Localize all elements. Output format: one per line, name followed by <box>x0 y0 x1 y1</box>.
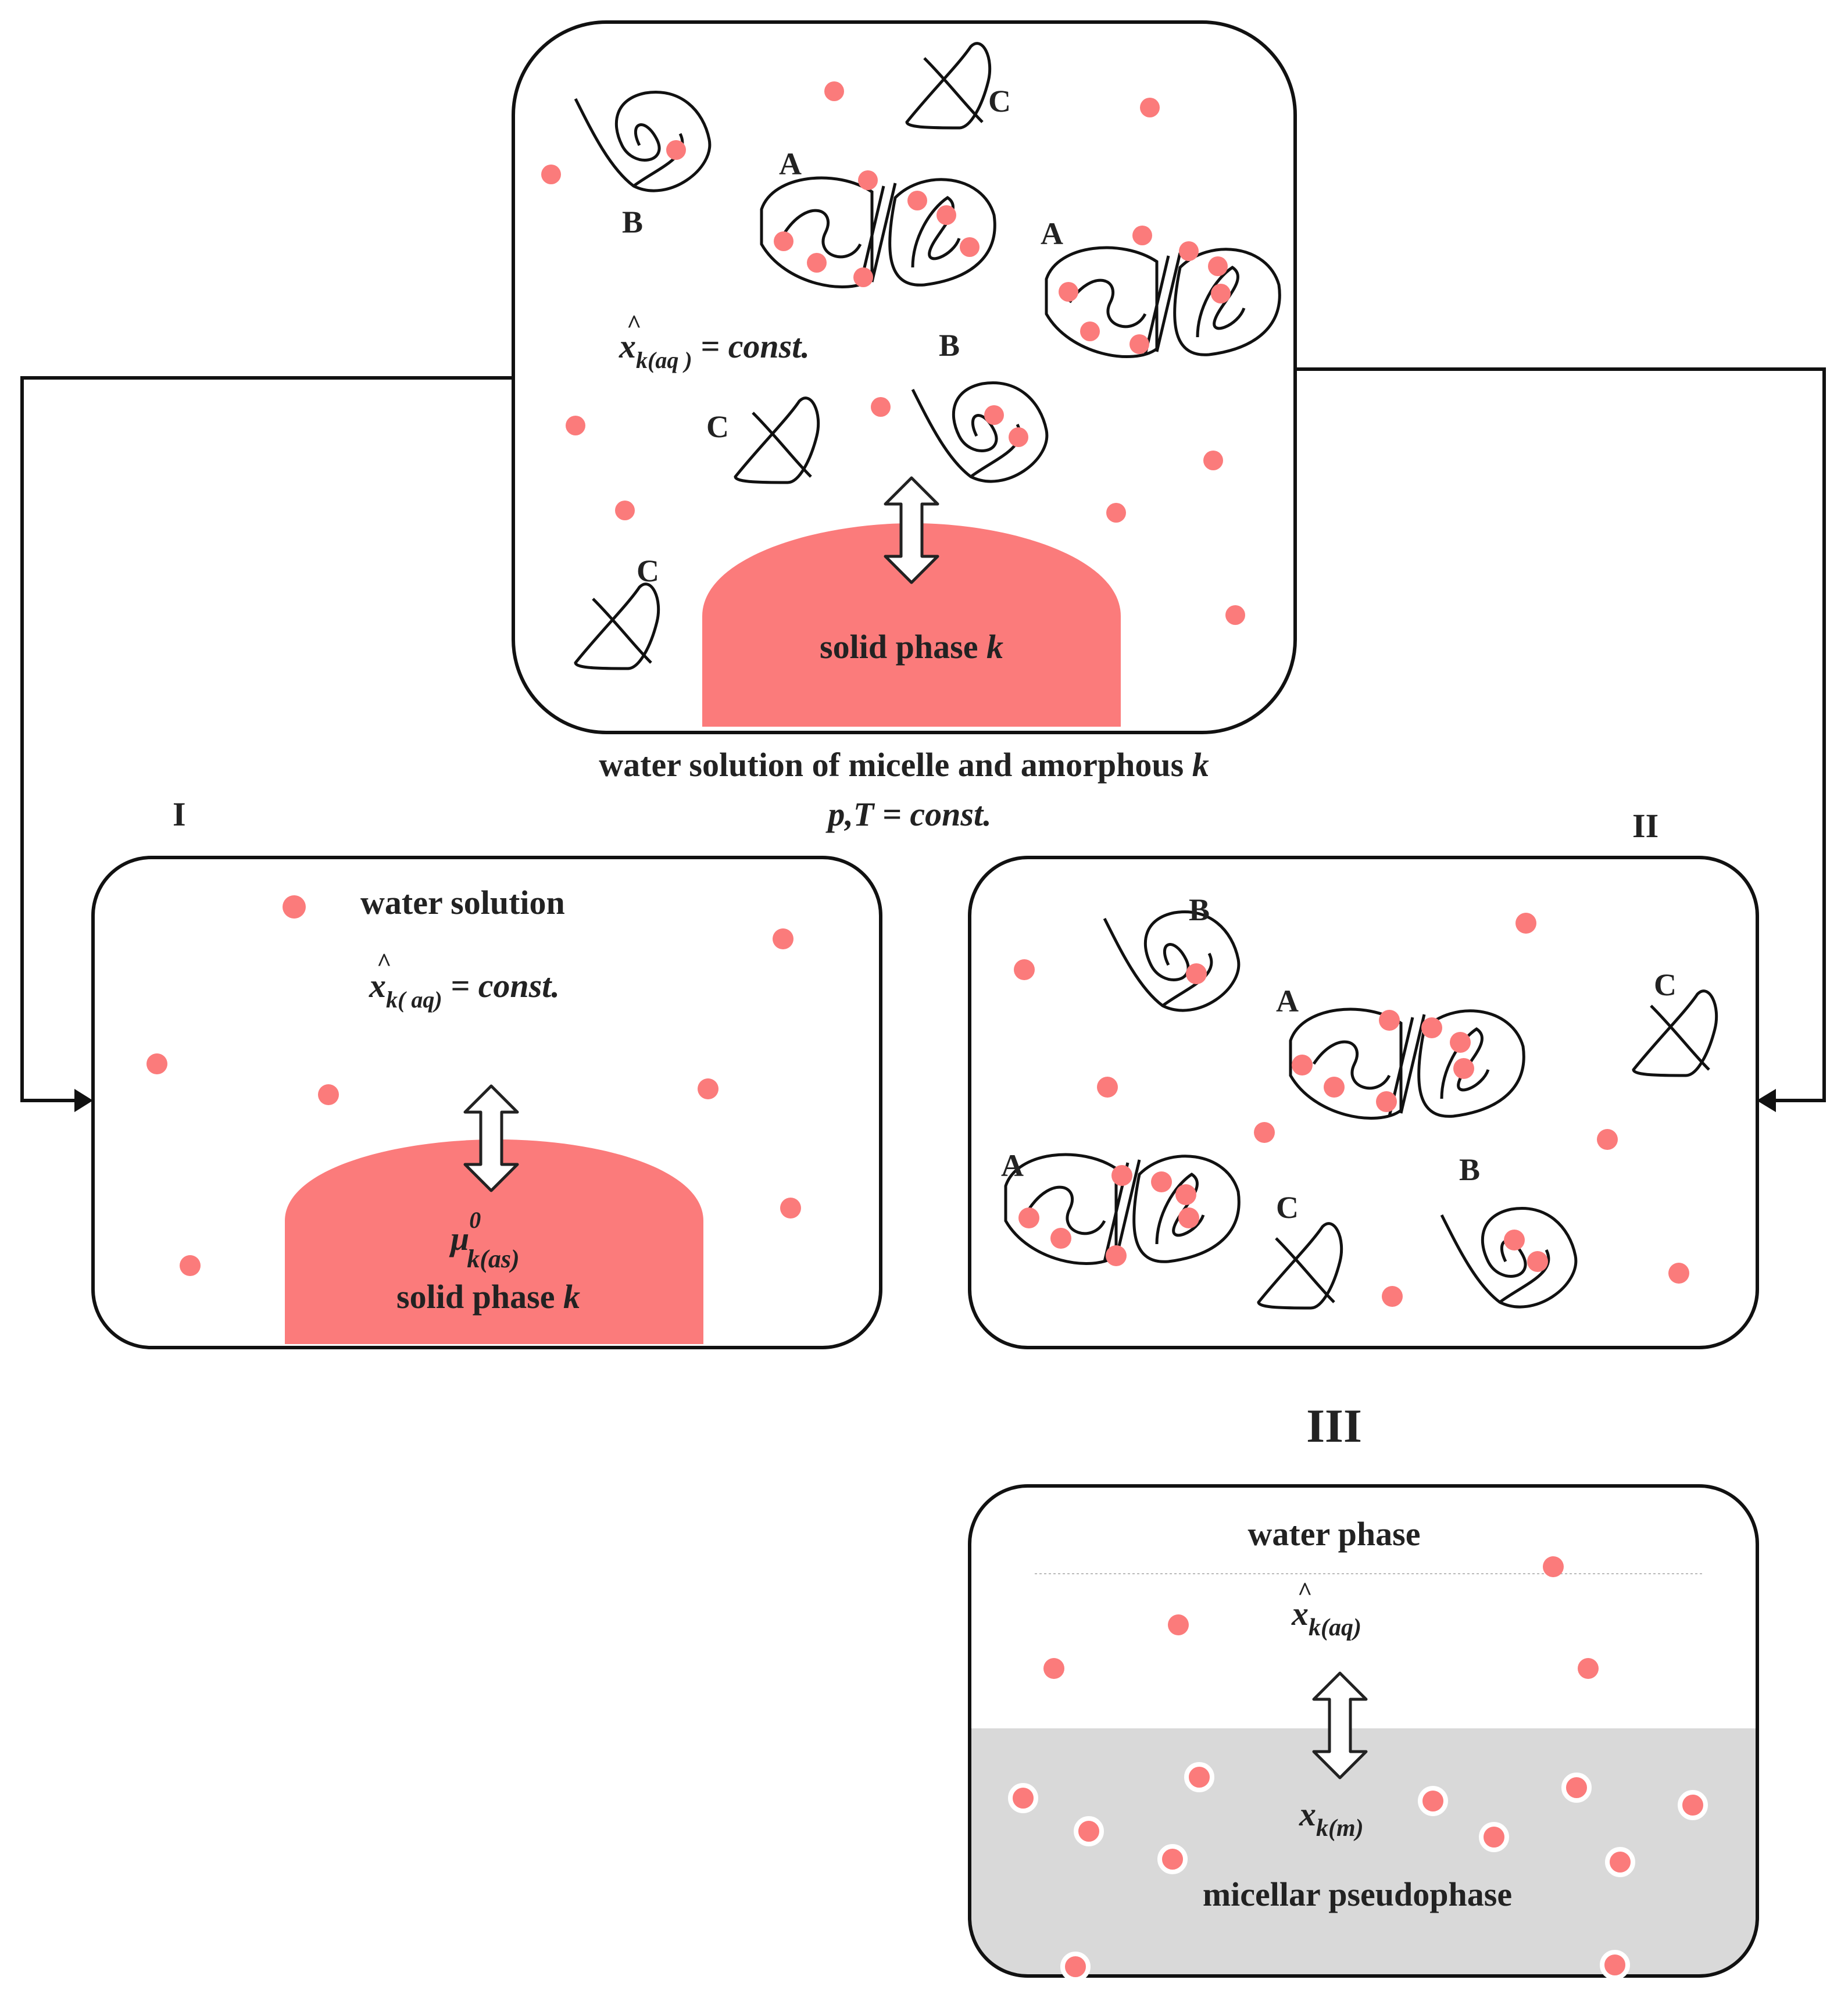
panel-II-label-b-2: B <box>1459 1152 1480 1187</box>
panel-I-legend-label: water solution <box>360 884 565 921</box>
panel-II-label-c-1: C <box>1654 967 1677 1002</box>
top-label-c-2: C <box>706 409 729 444</box>
panel-I-solid-phase <box>285 1139 703 1344</box>
top-equation-hat: ^ <box>627 310 642 338</box>
top-label-c-3: C <box>637 553 659 588</box>
panel-III-xm: xk(m) <box>1299 1795 1364 1842</box>
panel-III-roman: III <box>1306 1399 1362 1452</box>
top-equation: xk(aq ) = const. <box>619 327 810 373</box>
top-label-a-1: A <box>779 146 802 181</box>
top-label-c-1: C <box>988 84 1011 119</box>
panel-I-solid-label: solid phase k <box>396 1278 580 1316</box>
panel-II-label-a-1: A <box>1276 984 1299 1019</box>
panel-II-label-a-2: A <box>1001 1148 1024 1183</box>
top-panel: solid phase k B A A B C C C xk(aq ) = co… <box>512 20 1297 734</box>
panel-III-water-label: water phase <box>1248 1515 1421 1553</box>
panel-I-solutes <box>146 928 801 1276</box>
top-solid-label: solid phase k <box>820 628 1003 666</box>
top-label-b-1: B <box>622 205 643 240</box>
top-solid-phase <box>702 523 1121 727</box>
panel-III-xaq-hat: ^ <box>1297 1577 1313 1606</box>
panel-III-water-solutes <box>1043 1556 1599 1679</box>
connector-to-II <box>1295 367 1826 1112</box>
panel-III-xaq: xk(aq) <box>1291 1595 1361 1641</box>
panel-II-frame <box>968 856 1759 1349</box>
top-caption-line1: water solution of micelle and amorphous … <box>599 746 1209 784</box>
connector-to-I <box>20 376 513 1112</box>
panel-II-solutes <box>1014 913 1689 1307</box>
top-caption-line2: p,T = const. <box>825 795 991 833</box>
panel-II-label-c-2: C <box>1276 1190 1299 1225</box>
panel-III: water phase ^ xk(aq) xk(m) micellar pseu… <box>968 1484 1759 1982</box>
panel-III-pseudo-label: micellar pseudophase <box>1203 1875 1512 1913</box>
panel-II-roman: II <box>1632 807 1658 845</box>
top-label-b-2: B <box>939 328 960 363</box>
panel-II: B A A B C C <box>968 856 1759 1349</box>
panel-I-equation: xk( aq) = const. <box>369 967 560 1013</box>
panel-III-pseudophase <box>970 1728 1757 1976</box>
top-label-a-2: A <box>1041 216 1063 251</box>
panel-III-frame <box>968 1484 1759 1978</box>
top-solutes <box>541 81 1245 625</box>
panel-I-roman: I <box>173 795 186 833</box>
panel-II-label-b-1: B <box>1189 892 1210 927</box>
panel-III-micellar-solutes <box>1008 1762 1708 1982</box>
panel-I-legend-dot <box>283 895 306 919</box>
panel-I-equation-hat: ^ <box>377 948 392 977</box>
